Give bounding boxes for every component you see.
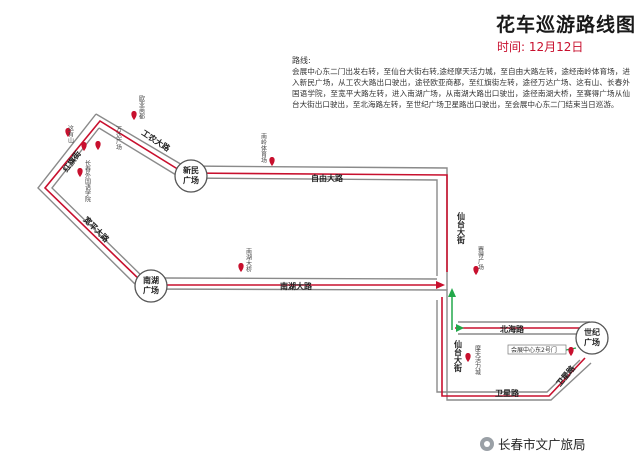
huizhan-callout: 会展中心东2号门: [507, 344, 567, 355]
brand-name: 长春市文广旅局: [498, 437, 586, 452]
landmark-waiguoyu: 长春外国语学院: [84, 159, 91, 203]
road-inner-north: [98, 127, 438, 276]
pin-icon: [131, 111, 137, 120]
pin-icon: [473, 266, 479, 275]
route-description: 会展中心东二门出发右转，至仙台大街右转,途经摩天活力城，至自由大路左转，途经南岭…: [292, 67, 630, 109]
landmark-saide: 赛得广场: [477, 245, 484, 271]
landmark-motian: 摩天活力城: [474, 344, 481, 376]
road-label-ziyou: 自由大路: [311, 173, 344, 183]
parade-route: [43, 119, 586, 397]
nanhu-square-circle: [134, 269, 168, 303]
landmark-wanda: 万达广场: [115, 126, 122, 151]
route-heading: 路线:: [292, 56, 311, 65]
shiji-square-circle: [575, 321, 609, 355]
road-label-nanhu: 南湖大路: [280, 281, 313, 291]
xinmin-square-label-box: 新民广场: [183, 166, 199, 185]
pin-icon: [269, 157, 275, 166]
pin-icon: [238, 263, 244, 272]
nanhu-square-label-box: 南湖广场: [143, 276, 159, 295]
landmark-pins: [65, 111, 574, 362]
road-beihai: [458, 321, 590, 335]
road-label-xiantai-s: 仙台大街: [454, 339, 463, 373]
nanhu-square-label: 南湖广场: [143, 276, 159, 295]
landmark-ouya: 欧亚商都: [138, 94, 145, 120]
pin-icon: [465, 353, 471, 362]
start-marker: [448, 288, 577, 351]
route-direction-arrow: [436, 281, 445, 289]
square-labels: 新民广场 南湖广场 世纪广场: [143, 166, 600, 347]
road-nanhu-inner: [164, 277, 438, 280]
shiji-square-label-box: 世纪广场: [584, 328, 600, 347]
pin-icon: [81, 142, 87, 151]
squares: [134, 159, 609, 355]
landmark-nanling: 南岭体育场: [260, 132, 267, 164]
landmark-labels: 欧亚商都 这有山 万达广场 长春外国语学院 南岭体育场 南湖大桥 赛得广场 摩天…: [67, 94, 484, 376]
landmark-zheyoushan: 这有山: [67, 124, 74, 144]
shiji-square-label: 世纪广场: [584, 328, 600, 347]
road-outer-west: [37, 113, 592, 401]
route-line-east: [441, 297, 586, 397]
wechat-icon: [480, 436, 494, 451]
xinmin-square-label: 新民广场: [183, 166, 199, 185]
landmark-nanhuqiao: 南湖大桥: [245, 247, 252, 273]
road-label-weixing-e: 卫星路: [495, 388, 520, 398]
road-network: [37, 113, 592, 401]
road-label-kuanping: 宽平大路: [81, 214, 112, 245]
brand-footer: 长春市文广旅局: [480, 434, 586, 453]
pin-icon: [77, 168, 83, 177]
road-label-xiantai-n: 仙台大街: [457, 211, 466, 245]
parade-date: 时间: 12月12日: [497, 40, 584, 54]
pin-icon: [568, 347, 574, 356]
road-labels: 工农大路 红旗街 宽平大路 自由大路 南湖大路 北海路 卫星路 卫星路 仙台大街…: [60, 127, 577, 398]
xinmin-square-circle: [174, 159, 208, 193]
map-title: 花车巡游路线图: [496, 14, 637, 36]
pin-icon: [65, 128, 71, 137]
landmark-huizhan: 会展中心东2号门: [511, 346, 557, 354]
road-xiantai-south-inner: [436, 300, 581, 393]
road-label-beihai: 北海路: [500, 324, 525, 334]
start-arrow-right: [456, 324, 464, 332]
huizhan-callout-box: [507, 344, 567, 355]
start-arrow-up: [448, 288, 456, 297]
pin-icon: [95, 141, 101, 150]
